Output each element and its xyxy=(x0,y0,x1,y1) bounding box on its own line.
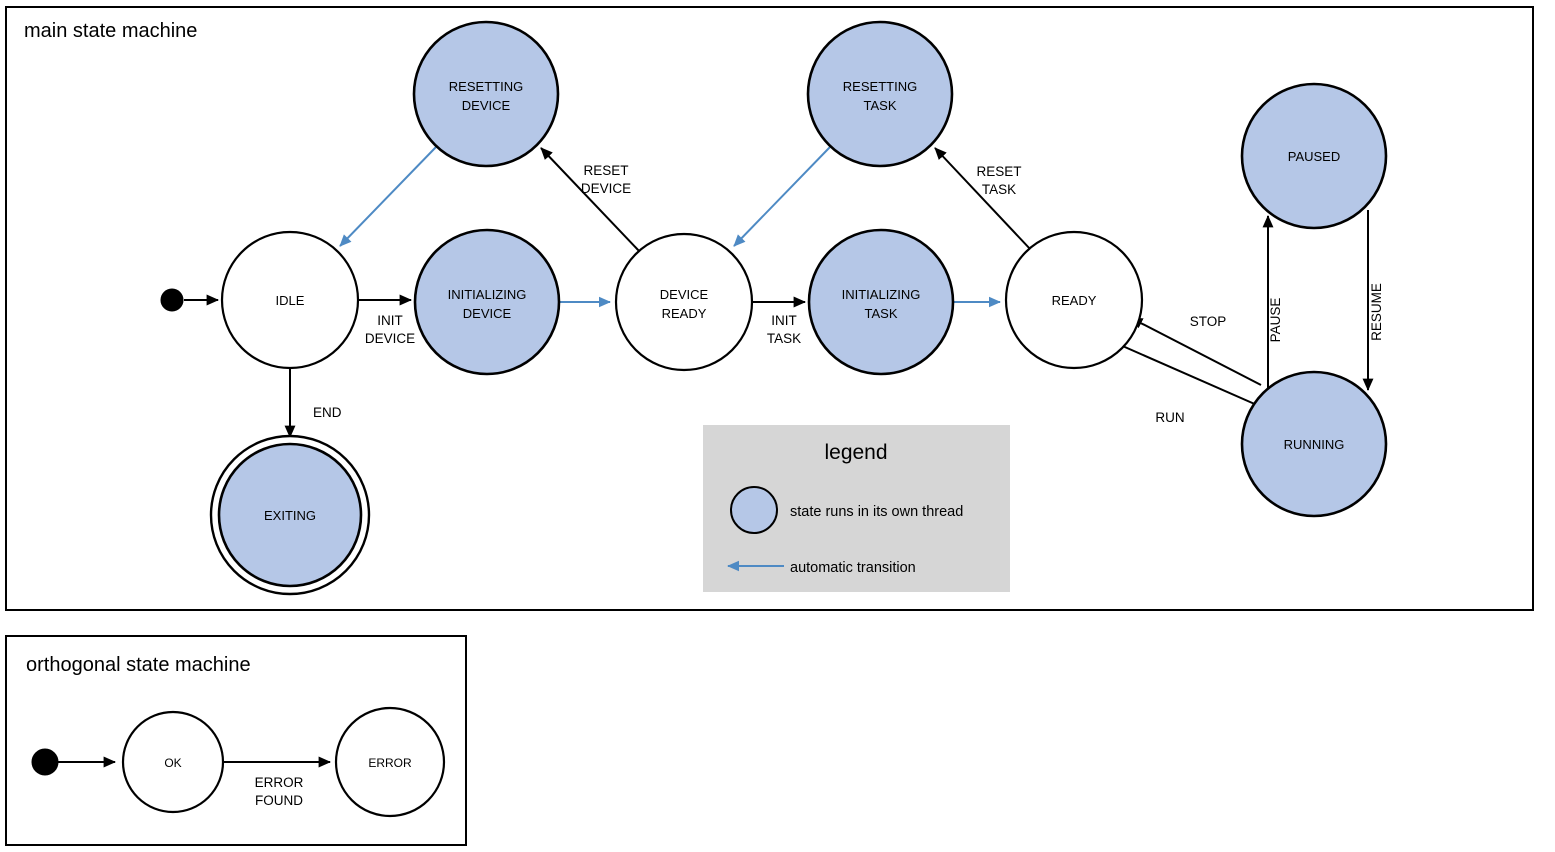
state-ready[interactable]: READY xyxy=(1004,230,1144,370)
transition-resetting-device-to-idle xyxy=(339,146,437,247)
state-label-initializing-task-line1: INITIALIZING xyxy=(842,287,921,302)
orthogonal-frame-title: orthogonal state machine xyxy=(26,654,251,676)
state-resetting-device[interactable]: RESETTING DEVICE xyxy=(412,20,560,168)
edge-label-pause: PAUSE xyxy=(1268,298,1283,343)
state-label-resetting-device-line2: DEVICE xyxy=(462,98,511,113)
transition-resetting-task-to-device-ready xyxy=(733,146,831,247)
state-label-ready: READY xyxy=(1052,293,1097,308)
transition-running-to-ready: STOP xyxy=(1130,314,1262,386)
state-initializing-device[interactable]: INITIALIZING DEVICE xyxy=(413,228,561,376)
edge-label-error-found-line1: ERROR xyxy=(255,775,304,790)
edge-label-resume: RESUME xyxy=(1369,283,1384,341)
edge-label-reset-device-line2: DEVICE xyxy=(581,181,631,196)
legend: legend state runs in its own thread auto… xyxy=(703,425,1010,592)
transition-device-ready-to-initializing-task: INIT TASK xyxy=(752,296,806,346)
state-label-resetting-task-line1: RESETTING xyxy=(843,79,917,94)
transition-ok-to-error: ERROR FOUND xyxy=(223,756,331,808)
state-label-resetting-task-line2: TASK xyxy=(864,98,897,113)
state-label-device-ready-line2: READY xyxy=(662,306,707,321)
state-label-ok: OK xyxy=(164,756,181,770)
edge-label-end: END xyxy=(313,405,342,420)
state-label-running: RUNNING xyxy=(1284,437,1345,452)
state-initializing-task[interactable]: INITIALIZING TASK xyxy=(807,228,955,376)
state-paused[interactable]: PAUSED xyxy=(1240,82,1388,230)
state-label-initializing-task-line2: TASK xyxy=(865,306,898,321)
edge-label-reset-task-line1: RESET xyxy=(976,164,1021,179)
state-label-initializing-device-line2: DEVICE xyxy=(463,306,512,321)
edge-label-reset-task-line2: TASK xyxy=(982,182,1016,197)
edge-label-init-device-line2: DEVICE xyxy=(365,331,415,346)
state-label-idle: IDLE xyxy=(276,293,305,308)
state-label-initializing-device-line1: INITIALIZING xyxy=(448,287,527,302)
state-device-ready[interactable]: DEVICE READY xyxy=(614,232,754,372)
edge-label-init-task-line1: INIT xyxy=(771,313,797,328)
edge-label-stop: STOP xyxy=(1190,314,1227,329)
state-exiting[interactable]: EXITING xyxy=(209,434,371,596)
transition-paused-to-running: RESUME xyxy=(1362,210,1384,391)
legend-item-auto-transition-label: automatic transition xyxy=(790,560,916,576)
legend-thread-state-swatch-icon xyxy=(730,486,778,534)
state-label-paused: PAUSED xyxy=(1288,149,1341,164)
legend-title: legend xyxy=(824,441,887,464)
state-ok[interactable]: OK xyxy=(121,710,225,814)
state-label-error: ERROR xyxy=(368,756,412,770)
transition-idle-to-exiting: END xyxy=(284,368,342,438)
state-idle[interactable]: IDLE xyxy=(220,230,360,370)
initial-pseudostate-main xyxy=(160,288,184,312)
edge-label-init-task-line2: TASK xyxy=(767,331,801,346)
transition-running-to-paused: PAUSE xyxy=(1262,215,1283,406)
state-error[interactable]: ERROR xyxy=(334,706,446,818)
edge-label-run: RUN xyxy=(1155,410,1184,425)
initial-pseudostate-orthogonal xyxy=(31,748,59,776)
state-label-resetting-device-line1: RESETTING xyxy=(449,79,523,94)
legend-item-thread-state-label: state runs in its own thread xyxy=(790,504,963,520)
state-resetting-task[interactable]: RESETTING TASK xyxy=(806,20,954,168)
transition-idle-to-initializing-device: INIT DEVICE xyxy=(358,294,415,346)
edge-label-error-found-line2: FOUND xyxy=(255,793,303,808)
state-running[interactable]: RUNNING xyxy=(1240,370,1388,518)
edge-label-reset-device-line1: RESET xyxy=(583,163,628,178)
transition-ready-to-resetting-task: RESET TASK xyxy=(934,147,1032,251)
transition-ready-to-running: RUN xyxy=(1117,343,1267,425)
edge-label-init-device-line1: INIT xyxy=(377,313,403,328)
state-label-exiting: EXITING xyxy=(264,508,316,523)
state-label-device-ready-line1: DEVICE xyxy=(660,287,709,302)
main-frame-title: main state machine xyxy=(24,20,197,42)
transition-device-ready-to-resetting-device: RESET DEVICE xyxy=(540,147,641,253)
